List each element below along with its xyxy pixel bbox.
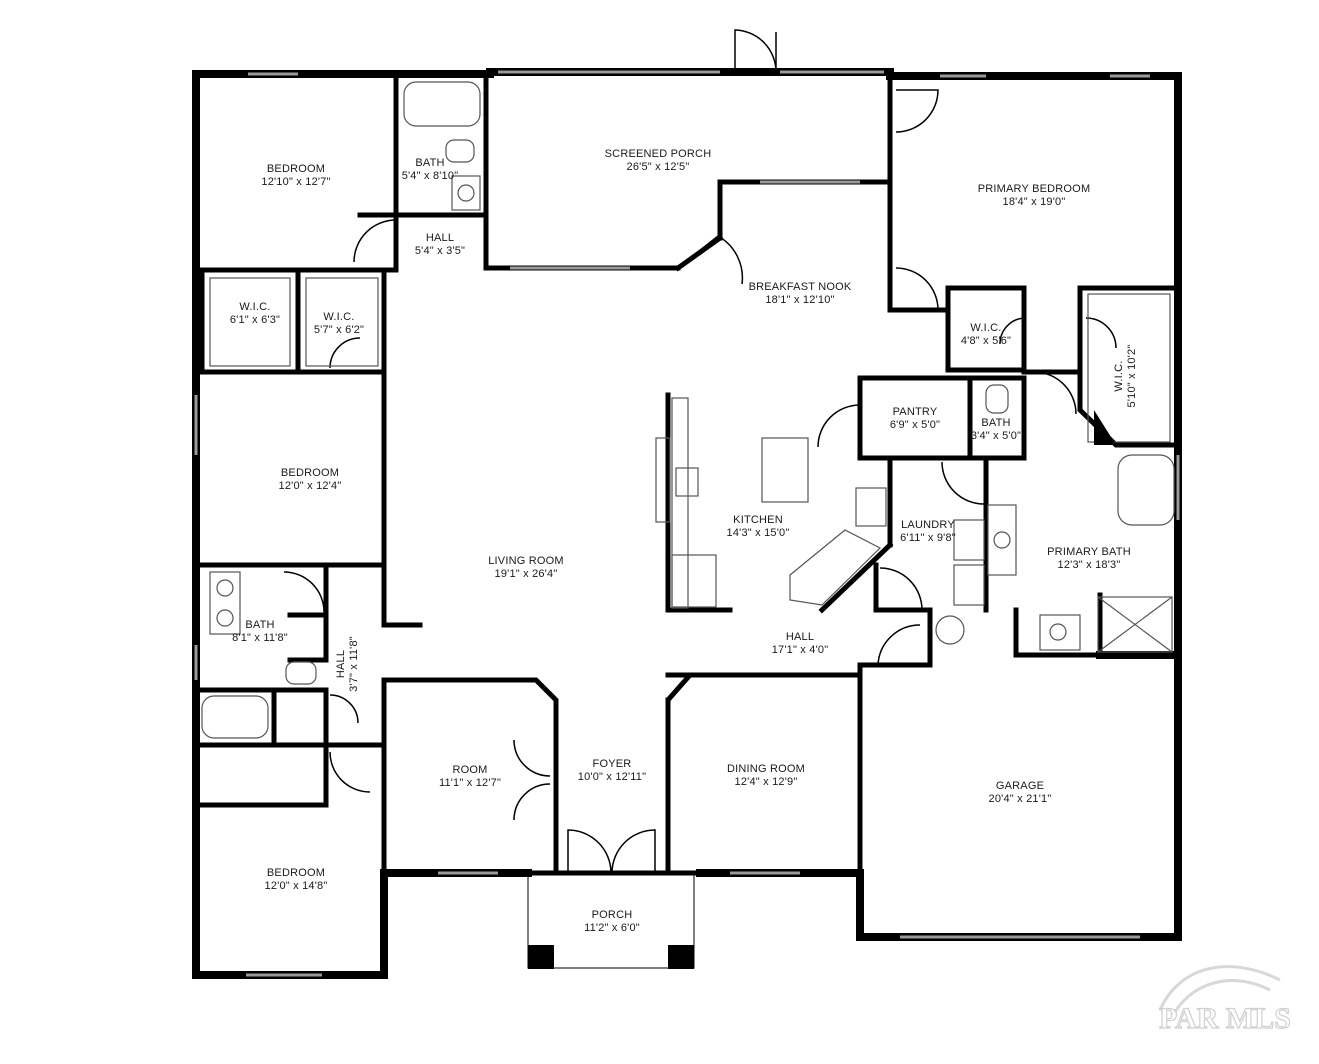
room-dims: 5'10" x 10'2" xyxy=(1126,344,1138,408)
room-label-living-room: LIVING ROOM 19'1" x 26'4" xyxy=(488,555,564,581)
room-label-laundry: LAUNDRY 6'11" x 9'8" xyxy=(900,519,956,545)
room-dims: 11'1" x 12'7" xyxy=(438,777,502,789)
room-label-garage: GARAGE 20'4" x 21'1" xyxy=(989,780,1052,806)
room-label-bath-small: BATH 3'4" x 5'0" xyxy=(971,417,1021,443)
room-name: W.I.C. xyxy=(1113,360,1125,392)
room-dims: 6'1" x 6'3" xyxy=(229,314,281,326)
room-name: PANTRY xyxy=(892,406,938,418)
room-name: BEDROOM xyxy=(266,867,326,879)
room-name: BATH xyxy=(245,619,275,631)
windows xyxy=(194,70,1180,977)
room-name: W.I.C. xyxy=(239,301,271,313)
room-dims: 6'9" x 5'0" xyxy=(889,419,941,431)
room-dims: 3'4" x 5'0" xyxy=(970,430,1022,442)
room-dims: 19'1" x 26'4" xyxy=(494,568,558,580)
room-name: HALL xyxy=(425,232,455,244)
room-label-room: ROOM 11'1" x 12'7" xyxy=(439,764,501,790)
room-label-breakfast-nook: BREAKFAST NOOK 18'1" x 12'10" xyxy=(749,281,852,307)
room-dims: 11'2" x 6'0" xyxy=(584,922,640,934)
porch-outline xyxy=(527,870,700,969)
room-dims: 12'3" x 18'3" xyxy=(1057,559,1121,571)
room-dims: 12'0" x 14'8" xyxy=(264,880,328,892)
room-label-wic-3: W.I.C. 4'8" x 5'6" xyxy=(961,322,1011,348)
room-name: BREAKFAST NOOK xyxy=(748,281,852,293)
room-dims: 12'4" x 12'9" xyxy=(734,776,798,788)
room-name: HALL xyxy=(785,631,815,643)
room-dims: 8'1" x 11'8" xyxy=(232,632,288,644)
room-label-wic-2: W.I.C. 5'7" x 6'2" xyxy=(314,311,364,337)
room-name: LIVING ROOM xyxy=(488,555,564,567)
room-name: W.I.C. xyxy=(970,322,1002,334)
room-label-kitchen: KITCHEN 14'3" x 15'0" xyxy=(727,514,790,540)
room-name: LAUNDRY xyxy=(901,519,955,531)
room-name: BEDROOM xyxy=(280,467,340,479)
fixtures xyxy=(201,81,1175,739)
room-name: SCREENED PORCH xyxy=(604,148,712,160)
room-dims: 5'4" x 3'5" xyxy=(414,245,466,257)
room-dims: 18'1" x 12'10" xyxy=(765,294,835,306)
room-name: GARAGE xyxy=(995,780,1045,792)
room-dims: 5'7" x 6'2" xyxy=(313,324,365,336)
room-name: BEDROOM xyxy=(266,163,326,175)
room-label-porch: PORCH 11'2" x 6'0" xyxy=(584,909,640,935)
room-label-primary-bedroom: PRIMARY BEDROOM 18'4" x 19'0" xyxy=(978,183,1091,209)
room-name: PRIMARY BATH xyxy=(1047,546,1131,558)
room-label-bedroom-w: BEDROOM 12'0" x 12'4" xyxy=(279,467,342,493)
porch-posts xyxy=(528,410,1116,969)
room-label-pantry: PANTRY 6'9" x 5'0" xyxy=(890,406,940,432)
room-label-bath-w: BATH 8'1" x 11'8" xyxy=(232,619,288,645)
room-label-hall-w: HALL 3'7" x 11'8" xyxy=(335,636,361,692)
room-label-hall-center: HALL 17'1" x 4'0" xyxy=(772,631,829,657)
room-dims: 6'11" x 9'8" xyxy=(900,532,956,544)
room-label-primary-bath: PRIMARY BATH 12'3" x 18'3" xyxy=(1047,546,1131,572)
room-label-wic-1: W.I.C. 6'1" x 6'3" xyxy=(230,301,280,327)
room-dims: 17'1" x 4'0" xyxy=(771,644,829,656)
doors xyxy=(283,29,1117,874)
room-dims: 18'4" x 19'0" xyxy=(1002,196,1066,208)
watermark-text: PAR MLS xyxy=(1159,1002,1291,1035)
room-label-dining-room: DINING ROOM 12'4" x 12'9" xyxy=(727,763,805,789)
room-label-foyer: FOYER 10'0" x 12'11" xyxy=(578,758,646,784)
room-name: BATH xyxy=(981,417,1011,429)
room-dims: 12'0" x 12'4" xyxy=(278,480,342,492)
room-label-wic-4: W.I.C. 5'10" x 10'2" xyxy=(1113,345,1139,408)
room-dims: 10'0" x 12'11" xyxy=(577,771,647,783)
room-label-screened-porch: SCREENED PORCH 26'5" x 12'5" xyxy=(605,148,712,174)
room-name: KITCHEN xyxy=(733,514,783,526)
room-dims: 3'7" x 11'8" xyxy=(348,636,360,692)
room-name: W.I.C. xyxy=(323,311,355,323)
room-label-bedroom-sw: BEDROOM 12'0" x 14'8" xyxy=(265,867,328,893)
par-mls-logo: PAR MLS xyxy=(1158,965,1292,1036)
room-name: BATH xyxy=(415,157,445,169)
room-name: FOYER xyxy=(592,758,632,770)
interior-walls xyxy=(193,71,1181,978)
room-dims: 12'10" x 12'7" xyxy=(261,176,331,188)
room-name: ROOM xyxy=(452,764,488,776)
room-label-hall-n: HALL 5'4" x 3'5" xyxy=(415,232,465,258)
room-dims: 26'5" x 12'5" xyxy=(626,161,690,173)
room-dims: 5'4" x 8'10" xyxy=(401,170,459,182)
room-dims: 4'8" x 5'6" xyxy=(960,335,1012,347)
room-label-bedroom-nw: BEDROOM 12'10" x 12'7" xyxy=(261,163,330,189)
room-name: DINING ROOM xyxy=(727,763,805,775)
room-dims: 14'3" x 15'0" xyxy=(726,527,790,539)
room-dims: 20'4" x 21'1" xyxy=(988,793,1052,805)
room-name: PORCH xyxy=(591,909,633,921)
room-name: HALL xyxy=(335,649,347,679)
room-label-bath-n: BATH 5'4" x 8'10" xyxy=(402,157,459,183)
room-name: PRIMARY BEDROOM xyxy=(977,183,1091,195)
